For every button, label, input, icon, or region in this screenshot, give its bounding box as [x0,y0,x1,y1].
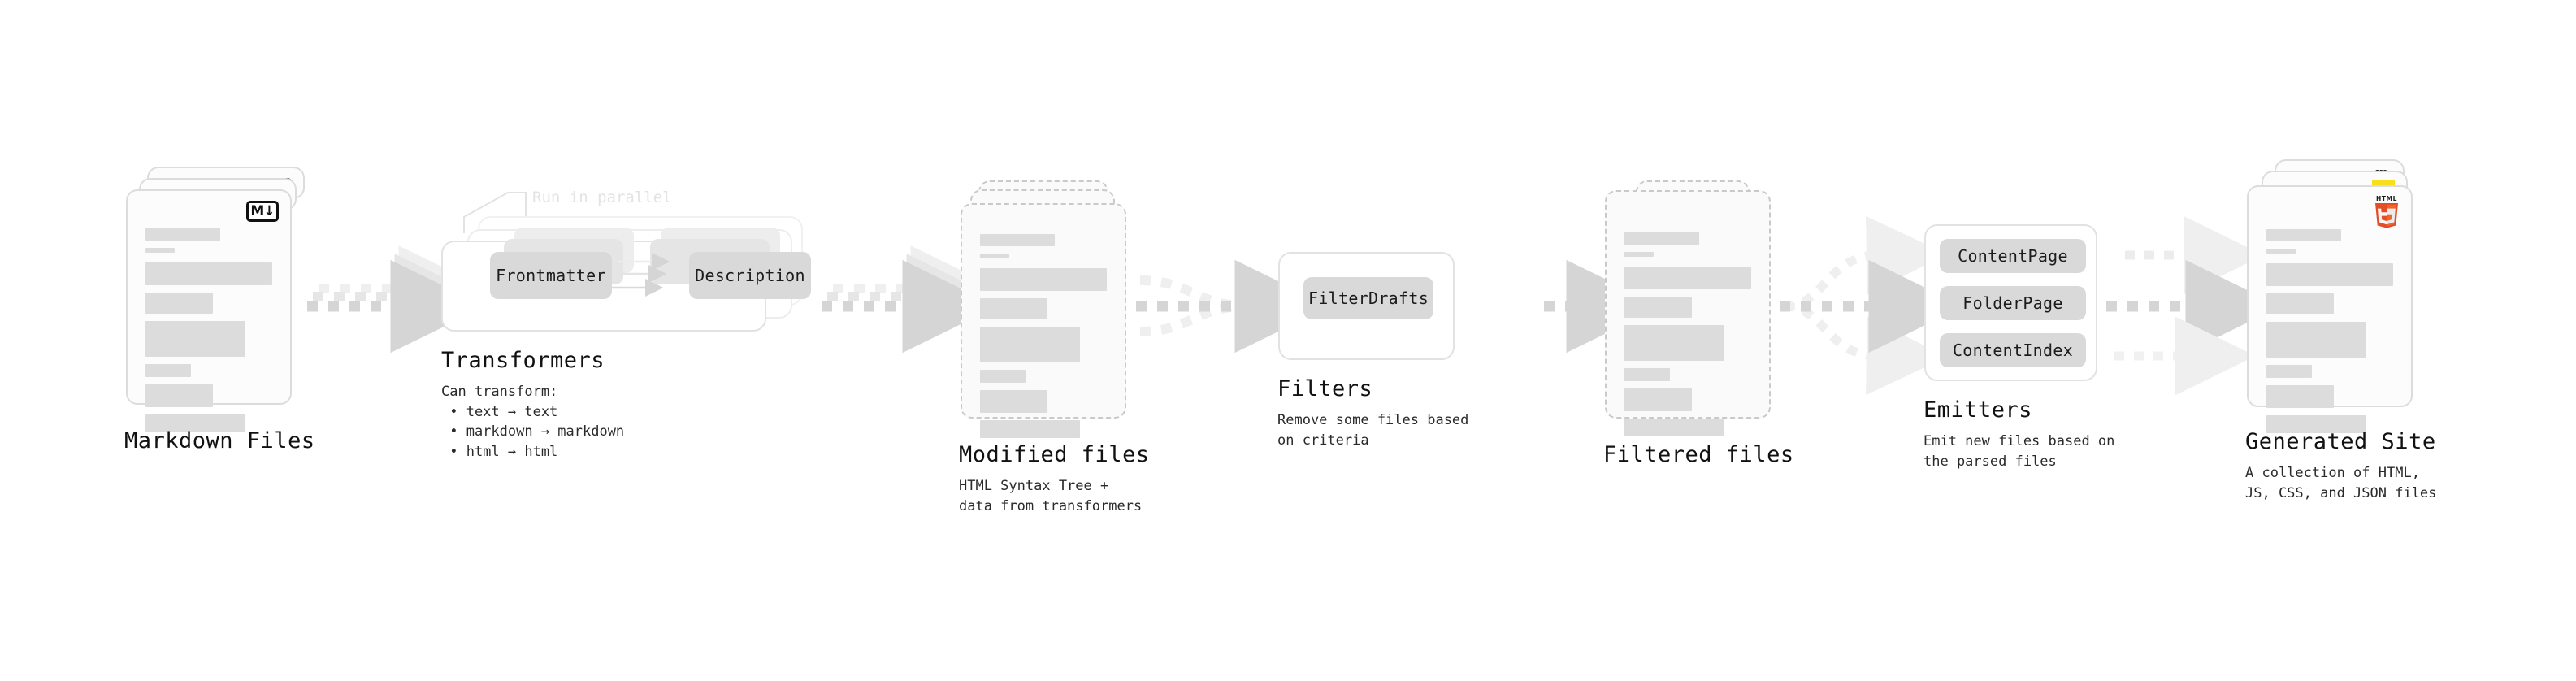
stage-generated-site: CSS JS HTML [2245,159,2442,501]
skeleton-bar [2266,385,2334,408]
stage-subtitle: Can transform: • text → text • markdown … [441,384,625,460]
skeleton-bar [2266,415,2367,433]
skeleton-bar [1624,368,1671,381]
stage-subtitle: Remove some files based on criteria [1277,412,1469,449]
modified-card-front [961,203,1126,438]
run-in-parallel-label: Run in parallel [532,189,672,206]
stage-title: Modified files [959,442,1150,467]
markdown-card-front: M↓ [126,189,292,432]
skeleton-bar [1624,232,1700,245]
skeleton-bar [2266,293,2334,314]
skeleton-bar [1624,252,1654,257]
svg-text:HTML: HTML [2376,195,2397,202]
skeleton-bar [145,228,221,241]
skeleton-bar [980,327,1081,362]
skeleton-bar [980,234,1056,246]
chip-description[interactable]: Description [689,252,811,299]
chip-frontmatter[interactable]: Frontmatter [490,252,612,299]
stage-subtitle: Emit new files based on the parsed files [1923,433,2115,470]
chip-filter-drafts[interactable]: FilterDrafts [1303,277,1433,319]
emitters-group: ContentPage FolderPage ContentIndex [1924,224,2097,381]
markdown-file-stack: M↓ M↓ M↓ [126,167,313,432]
skeleton-bar [1624,419,1725,436]
stage-title: Transformers [441,348,605,373]
skeleton-bar [2266,365,2313,378]
skeleton-bar [1624,267,1751,289]
skeleton-bar [1624,388,1692,411]
chip-content-page[interactable]: ContentPage [1940,239,2086,273]
skeleton-bar [2266,229,2342,241]
skeleton-bar [980,298,1047,319]
parallel-callout-bracket [463,192,527,233]
skeleton-bar [145,321,246,357]
skeleton-bar [980,370,1026,383]
skeleton-bar [980,268,1107,291]
stage-title: Markdown Files [124,428,315,453]
skeleton-bar [145,364,192,377]
skeleton-bar [980,254,1009,258]
modified-file-stack [961,180,1147,438]
arrow-transformers-to-modified [822,245,999,354]
skeleton-content [1624,232,1751,444]
skeleton-bar [145,248,175,253]
html5-icon: HTML [2372,193,2401,231]
stage-markdown-files: M↓ M↓ M↓ [124,167,314,453]
transformer-inner-arrows [609,253,670,297]
generated-file-stack: CSS JS HTML [2247,159,2442,433]
stage-modified-files: Modified files HTML Syntax Tree + data f… [959,180,1149,514]
arrow-markdown-to-transformers [307,245,487,354]
arrow-filtered-to-emitters [1780,215,1964,396]
arrow-emitters-to-site [2106,215,2281,396]
skeleton-bar [980,390,1047,413]
skeleton-bar [2266,249,2296,254]
stage-title: Generated Site [2245,429,2436,454]
stage-title: Filtered files [1603,442,1794,467]
markdown-icon: M↓ [246,201,279,222]
stage-subtitle: A collection of HTML, JS, CSS, and JSON … [2245,465,2437,501]
stage-title: Emitters [1923,397,2033,423]
skeleton-bar [145,414,246,432]
filtered-file-stack [1605,180,1792,436]
generated-card-front: HTML [2247,185,2413,433]
skeleton-bar [2266,263,2393,286]
skeleton-content [2266,229,2393,440]
stage-title: Filters [1277,376,1373,401]
skeleton-bar [1624,325,1725,361]
skeleton-bar [1624,297,1692,318]
filtered-card-front [1605,190,1771,436]
skeleton-bar [145,293,213,314]
filters-group: FilterDrafts [1278,252,1455,360]
chip-content-index[interactable]: ContentIndex [1940,333,2086,367]
arrow-modified-to-filters [1136,259,1330,354]
chip-folder-page[interactable]: FolderPage [1940,286,2086,320]
stage-subtitle: HTML Syntax Tree + data from transformer… [959,478,1143,514]
skeleton-content [145,228,272,440]
skeleton-bar [145,262,272,285]
skeleton-content [980,234,1107,445]
stage-filtered-files: Filtered files [1603,180,1793,467]
skeleton-bar [145,384,213,407]
skeleton-bar [980,420,1081,438]
skeleton-bar [2266,322,2367,358]
